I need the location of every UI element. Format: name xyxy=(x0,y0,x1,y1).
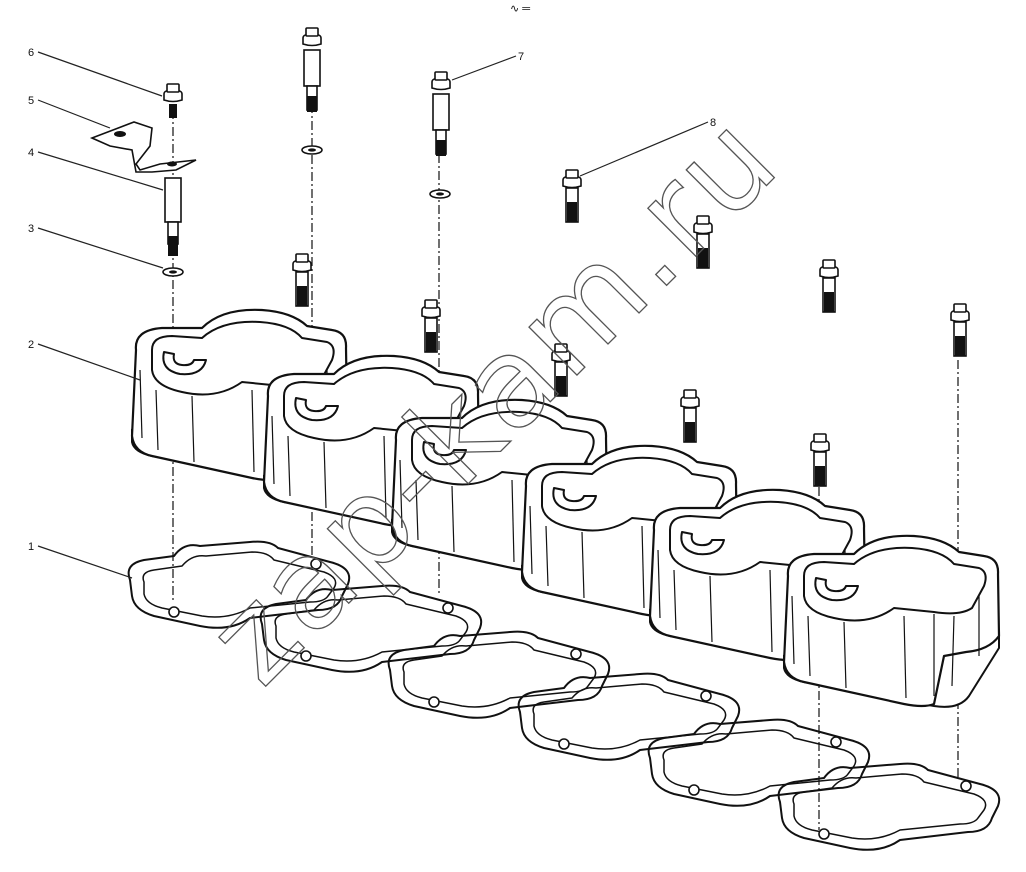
callout-1: 1 xyxy=(28,541,34,553)
callout-7: 7 xyxy=(518,51,524,63)
bolt xyxy=(421,299,441,353)
gasket-5 xyxy=(647,718,871,807)
washer xyxy=(301,145,323,155)
sleeve-stud xyxy=(164,177,182,256)
studs xyxy=(302,27,451,157)
callout-8: 8 xyxy=(710,117,716,129)
bolt xyxy=(950,303,970,357)
callout-4: 4 xyxy=(28,147,34,159)
header-mark: ∿ ═ xyxy=(510,3,530,15)
washer xyxy=(429,189,451,199)
gasket-3 xyxy=(387,630,611,719)
callout-3: 3 xyxy=(28,223,34,235)
gasket-4 xyxy=(517,672,741,761)
stud-long xyxy=(302,27,322,113)
bracket-bolt xyxy=(163,83,183,118)
callout-5: 5 xyxy=(28,95,34,107)
washer xyxy=(162,267,184,277)
bracket xyxy=(89,121,197,173)
callout-labels: 6 5 4 3 2 1 7 8 xyxy=(28,47,716,553)
callout-2: 2 xyxy=(28,339,34,351)
leader-lines xyxy=(37,51,709,579)
bolt xyxy=(819,259,839,313)
valve-cover-6 xyxy=(782,534,1001,708)
bolt xyxy=(680,389,700,443)
stud-long xyxy=(431,71,451,157)
bolt xyxy=(810,433,830,487)
callout-6: 6 xyxy=(28,47,34,59)
gasket-6 xyxy=(777,762,1001,851)
bolt xyxy=(292,253,312,307)
